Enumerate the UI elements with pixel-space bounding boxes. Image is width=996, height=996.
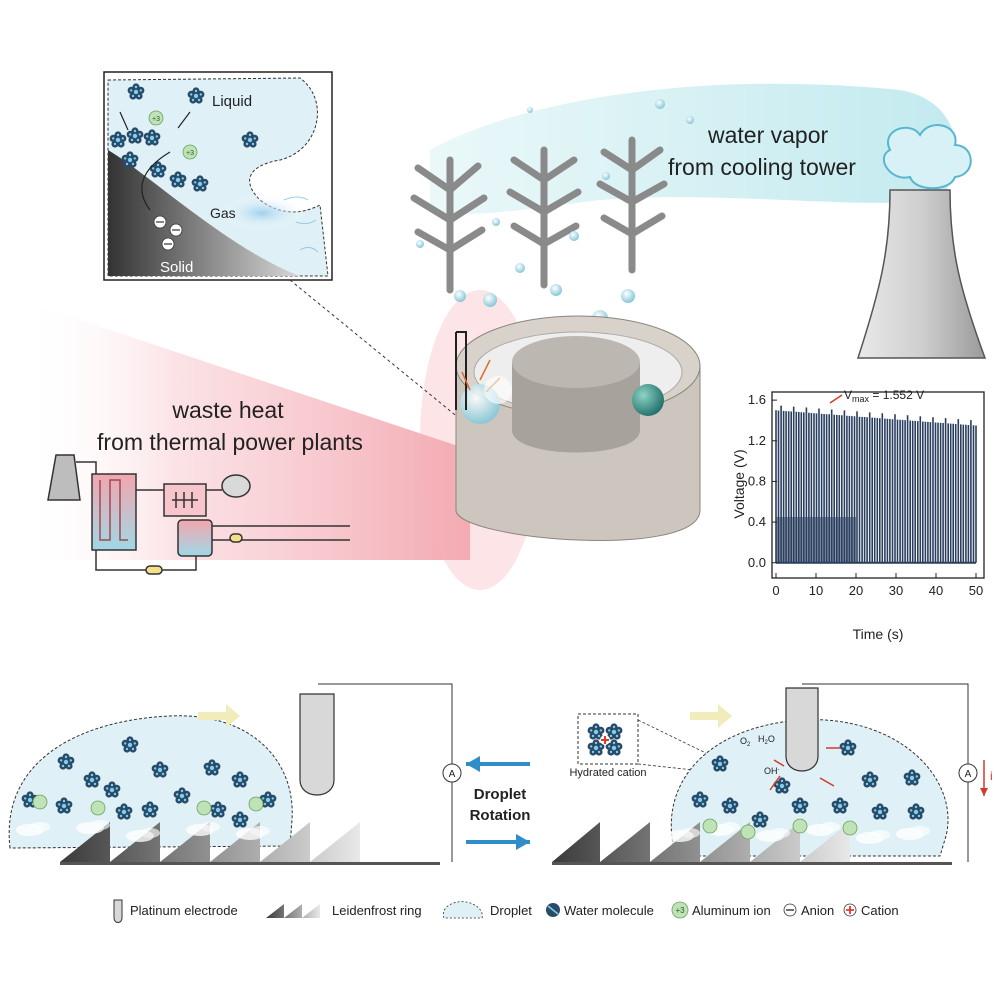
right-ammeter-label: A — [965, 769, 972, 780]
inset-solid-label: Solid — [160, 259, 193, 276]
legend-cation-icon — [843, 903, 857, 917]
rotation-label-line2: Rotation — [470, 807, 531, 824]
y-tick-label: 0.0 — [748, 555, 766, 570]
vmax-suffix: = 1.552 V — [869, 388, 924, 402]
left-droplet-scene: A — [8, 683, 462, 865]
chart-xlabel: Time (s) — [853, 626, 904, 642]
vapor-stream — [430, 83, 957, 215]
chart-annotation-vmax: Vmax = 1.552 V — [844, 388, 924, 404]
x-tick-label: 50 — [969, 583, 983, 598]
y-tick-label: 1.6 — [748, 392, 766, 407]
y-tick-label: 1.2 — [748, 433, 766, 448]
inset-pointer — [289, 279, 477, 433]
inset-gas-label: Gas — [210, 205, 236, 221]
legend-aluminum-icon — [671, 901, 689, 919]
y-tick-label: 0.4 — [748, 514, 766, 529]
legend: Platinum electrode Leidenfrost ring Drop… — [113, 899, 899, 923]
x-tick-label: 20 — [849, 583, 863, 598]
legend-leidenfrost-icon — [266, 904, 320, 918]
left-ammeter-label: A — [449, 769, 456, 780]
legend-platinum-label: Platinum electrode — [130, 903, 238, 918]
legend-anion-icon — [783, 903, 797, 917]
vapor-label-line2: from cooling tower — [668, 154, 856, 180]
y-tick-label: 0.8 — [748, 473, 766, 488]
current-label: i — [990, 769, 993, 783]
heat-label-line1: waste heat — [171, 397, 284, 423]
condensation-trees — [410, 136, 668, 294]
inset-ion-label-1: +3 — [152, 116, 160, 123]
voltage-series — [775, 405, 977, 564]
x-tick-label: 0 — [772, 583, 779, 598]
vmax-subscript: max — [852, 394, 870, 404]
legend-water-icon — [546, 903, 560, 917]
vapor-label-line1: water vapor — [707, 122, 829, 148]
legend-platinum-icon — [113, 899, 123, 923]
h2o-label: H2O — [758, 734, 775, 746]
inset-liquid-label: Liquid — [212, 93, 252, 110]
rotation-label-line1: Droplet — [474, 786, 527, 803]
legend-aluminum-label: Aluminum ion — [692, 903, 771, 918]
vmax-arrow — [829, 394, 843, 404]
x-tick-label: 10 — [809, 583, 823, 598]
legend-cation-label: Cation — [861, 903, 899, 918]
voltage-chart: 0 10 20 30 40 50 0.0 0.4 0.8 1.2 1.6 Voltage (V) T… — [731, 388, 985, 642]
chart-ylabel: Voltage (V) — [731, 449, 747, 518]
power-plant-schematic — [47, 454, 350, 575]
o2-label: O2 — [740, 736, 751, 748]
right-direction-arrow — [690, 704, 732, 728]
vmax-prefix: V — [844, 388, 852, 402]
interface-inset: +3 +3 Liquid Gas Solid — [103, 71, 333, 281]
voltage-pulses — [775, 405, 977, 563]
right-droplet-scene: Hydrated cation A i O2 H2O OH- — [552, 683, 993, 865]
legend-droplet-label: Droplet — [490, 903, 532, 918]
rotation-arrow-right-head — [516, 834, 530, 850]
leidenfrost-device — [455, 315, 701, 541]
legend-water-label: Water molecule — [564, 903, 654, 918]
cooling-tower — [856, 124, 987, 359]
x-tick-label: 30 — [889, 583, 903, 598]
x-tick-label: 40 — [929, 583, 943, 598]
oh-label: OH- — [764, 766, 780, 776]
chart-ticks: 0 10 20 30 40 50 0.0 0.4 0.8 1.2 1.6 — [748, 392, 983, 598]
legend-droplet-icon — [442, 901, 483, 919]
legend-anion-label: Anion — [801, 903, 834, 918]
rotation-arrow-left-head — [466, 756, 480, 772]
legend-leidenfrost-label: Leidenfrost ring — [332, 903, 422, 918]
hydrated-cation-label: Hydrated cation — [569, 767, 646, 779]
legend-aluminum-symbol: +3 — [675, 906, 685, 915]
inset-ion-label-2: +3 — [186, 150, 194, 157]
left-direction-arrow — [198, 704, 240, 728]
heat-label-line2: from thermal power plants — [97, 429, 363, 455]
